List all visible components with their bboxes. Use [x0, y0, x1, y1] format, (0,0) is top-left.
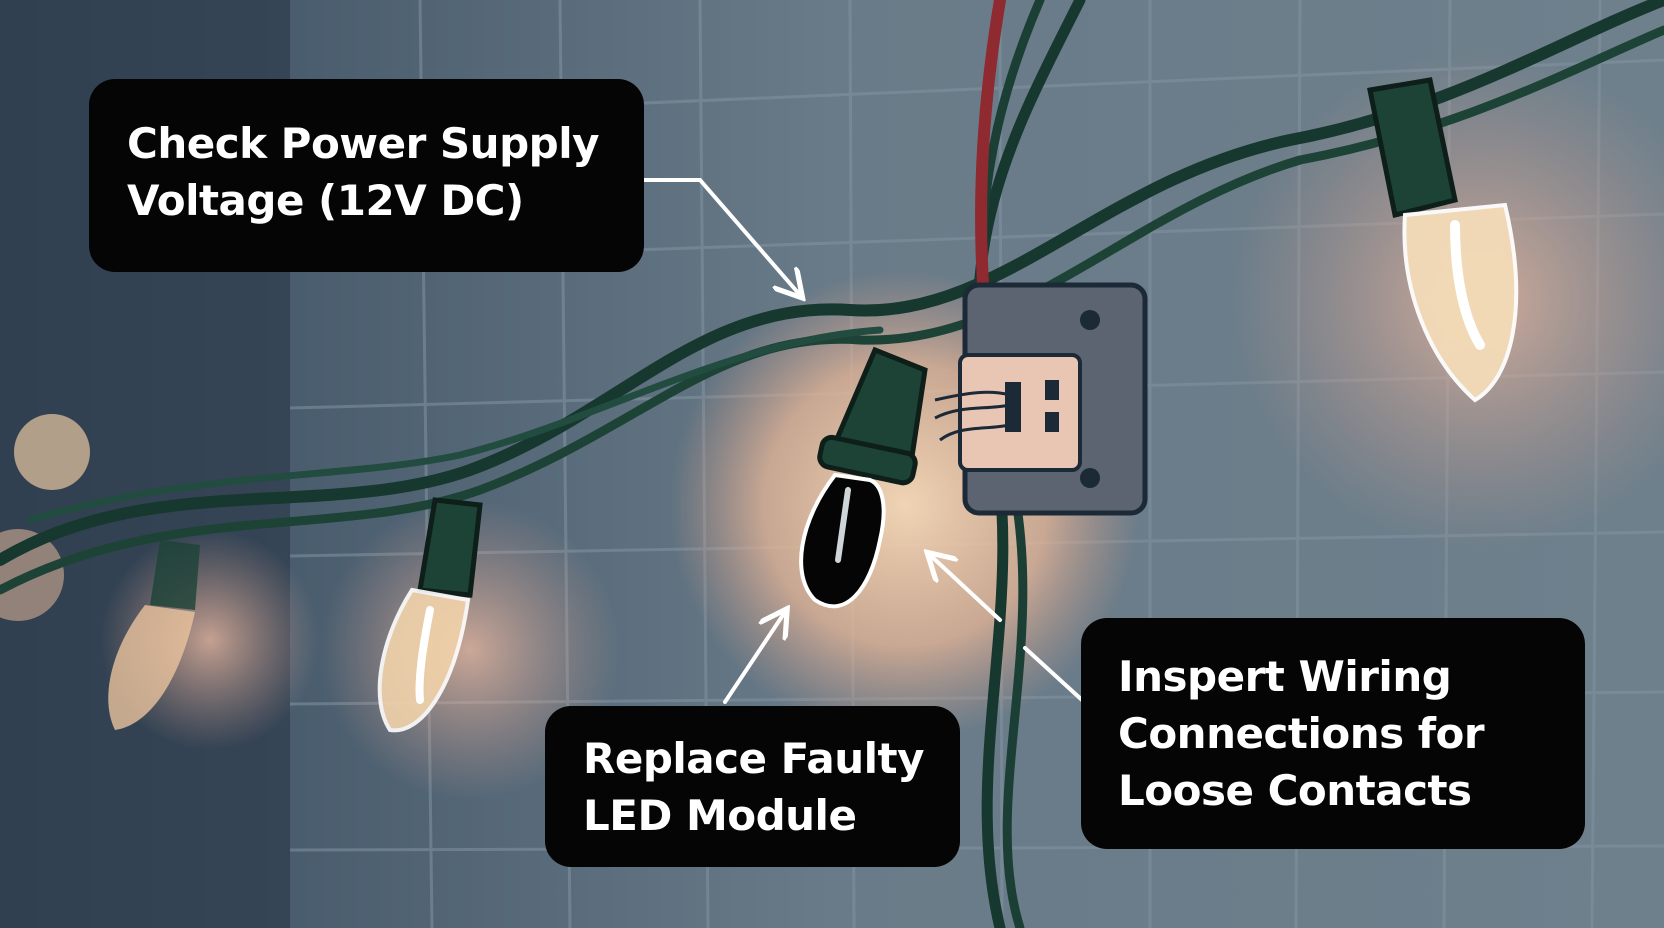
string-light-bulb-left — [377, 497, 483, 733]
arrow-wiring-lower — [1023, 646, 1084, 702]
frayed-wire — [934, 390, 1011, 442]
arrow-power-supply — [643, 178, 800, 295]
arrow-wiring-upper — [930, 555, 1002, 622]
string-light-bulb-right — [1367, 77, 1519, 403]
faulty-led-bulb — [799, 346, 928, 609]
glow-bokeh-1 — [14, 414, 90, 490]
callout-led-line1: Replace Faulty — [583, 734, 924, 783]
callout-arrows — [643, 178, 1084, 704]
callout-wiring-line3: Loose Contacts — [1118, 766, 1472, 815]
junction-box — [958, 282, 1148, 516]
string-light-bulb-far-left — [108, 540, 200, 730]
callout-wiring-line1: Inspert Wiring — [1118, 652, 1452, 701]
callout-power-line2: Voltage (12V DC) — [127, 176, 524, 225]
arrow-led-module — [723, 612, 785, 704]
callout-led-line2: LED Module — [583, 791, 857, 840]
callout-check-power-supply: Check Power Supply Voltage (12V DC) — [89, 79, 644, 272]
callout-replace-led-module: Replace Faulty LED Module — [545, 706, 960, 867]
callout-power-line1: Check Power Supply — [127, 119, 599, 168]
callout-inspect-wiring: Inspert Wiring Connections for Loose Con… — [1081, 618, 1585, 849]
callout-wiring-line2: Connections for — [1118, 709, 1485, 758]
